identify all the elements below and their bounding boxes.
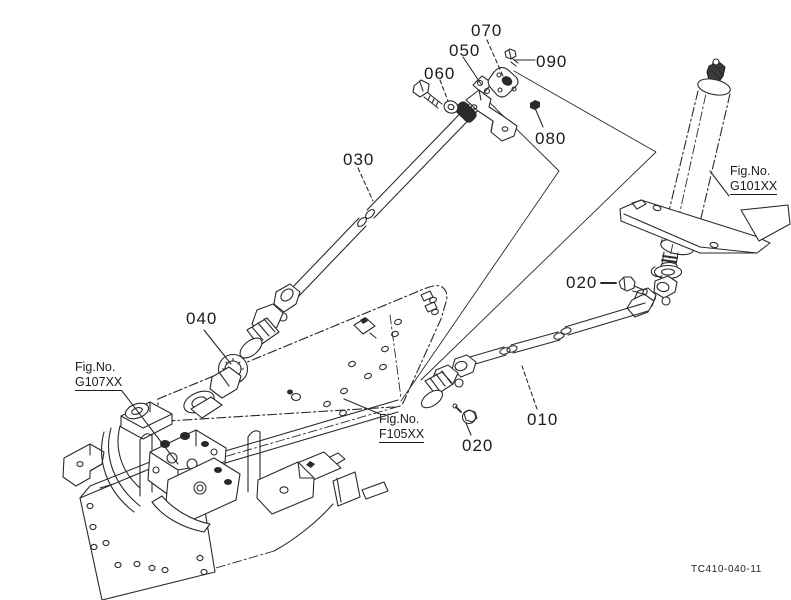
steering-shaft-010 xyxy=(469,302,649,366)
part-label-010: 010 xyxy=(527,410,559,429)
fig-ref-g107xx: Fig.No. G107XX xyxy=(75,360,123,391)
universal-joint-010 xyxy=(420,354,478,425)
fig-ref-prefix: Fig.No. xyxy=(75,360,116,374)
part-label-040: 040 xyxy=(186,309,218,328)
locating-leader-chevrons xyxy=(400,70,657,402)
top-bracket-group xyxy=(290,48,540,298)
fig-ref-code: G101XX xyxy=(730,179,778,195)
universal-joint-040 xyxy=(183,283,301,419)
part-label-090: 090 xyxy=(536,52,568,71)
fig-ref-f105xx: Fig.No. F105XX xyxy=(379,412,425,443)
fig-ref-prefix: Fig.No. xyxy=(730,164,771,178)
part-label-030: 030 xyxy=(343,150,375,169)
part-label-020-lower: 020 xyxy=(462,436,494,455)
part-label-070: 070 xyxy=(471,21,503,40)
drawing-number: TC410-040-11 xyxy=(691,564,762,575)
part-label-050: 050 xyxy=(449,41,481,60)
chassis-frame-group xyxy=(62,389,401,600)
part-label-080: 080 xyxy=(535,129,567,148)
fig-ref-code: G107XX xyxy=(75,375,123,391)
steering-shaft-030 xyxy=(290,93,486,298)
fig-ref-g101xx: Fig.No. G101XX xyxy=(730,164,778,195)
leader-lines xyxy=(121,39,730,465)
steering-column-group xyxy=(420,58,791,425)
fig-ref-code: F105XX xyxy=(379,427,425,443)
fig-ref-prefix: Fig.No. xyxy=(379,412,420,426)
part-label-020-upper: 020 xyxy=(566,273,598,292)
part-label-060: 060 xyxy=(424,64,456,83)
